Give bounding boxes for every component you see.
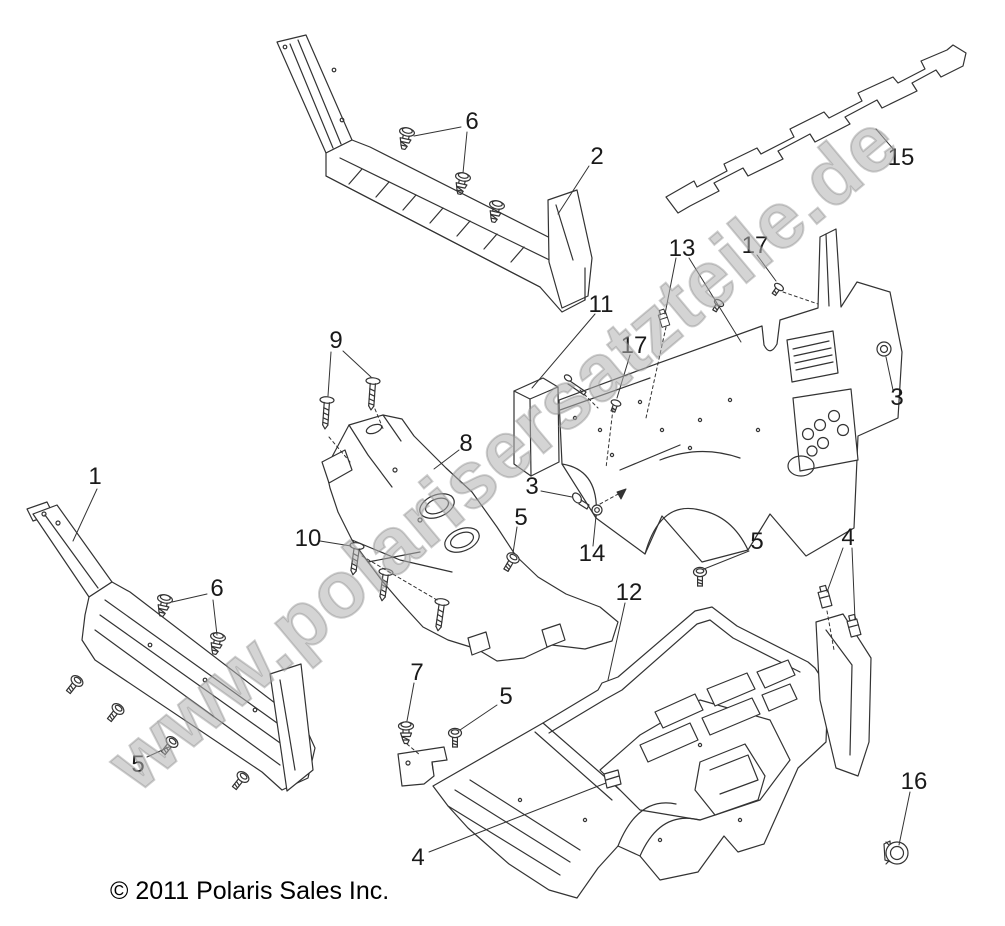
screw [62,672,86,697]
screw [363,376,381,412]
callout-12: 12 [615,579,643,606]
callout-6a: 6 [465,108,479,135]
callout-7: 7 [410,659,424,686]
grommet [876,341,892,357]
callout-5b: 5 [750,528,764,555]
callout-5d: 5 [131,751,145,778]
copyright-text: © 2011 Polaris Sales Inc. [110,877,390,905]
callout-16: 16 [900,768,928,795]
clip [656,308,671,328]
callout-6b: 6 [210,575,224,602]
rear-closeoff-panel [513,228,903,563]
screw [447,727,463,748]
floor-bracket [397,746,448,787]
fasteners [62,125,892,793]
callout-5c: 5 [499,683,513,710]
leader-lines [72,126,911,853]
callout-3a: 3 [890,384,904,411]
washer [591,504,603,516]
screw [345,541,365,577]
callout-8: 8 [459,430,473,457]
callout-17a: 17 [741,232,769,259]
left-rocker-panel [26,501,316,792]
callout-15: 15 [887,144,915,171]
drain-plug [883,840,909,865]
rivet [709,297,726,314]
screw [157,733,181,758]
callout-14: 14 [578,540,606,567]
rivet [769,281,786,298]
screw [228,768,252,793]
callout-11: 11 [588,291,614,318]
stud [563,374,587,396]
callout-9: 9 [329,327,343,354]
right-rocker-panel [276,34,593,313]
callout-5a: 5 [514,504,528,531]
clip [816,584,833,609]
screw [571,492,590,510]
seal-strip [665,44,967,214]
callout-4b: 4 [411,844,425,871]
push-clip [395,125,416,152]
callout-10: 10 [294,525,322,552]
push-rivet [397,721,415,745]
callout-2: 2 [590,143,604,170]
callout-3b: 3 [525,473,539,500]
callout-13: 13 [668,235,696,262]
screw [692,566,708,587]
callout-1: 1 [88,463,102,490]
center-console [321,414,619,662]
screw [317,395,335,431]
callout-17b: 17 [620,332,648,359]
callout-4a: 4 [841,524,855,551]
floor-pan [432,606,872,899]
screw [103,700,127,725]
